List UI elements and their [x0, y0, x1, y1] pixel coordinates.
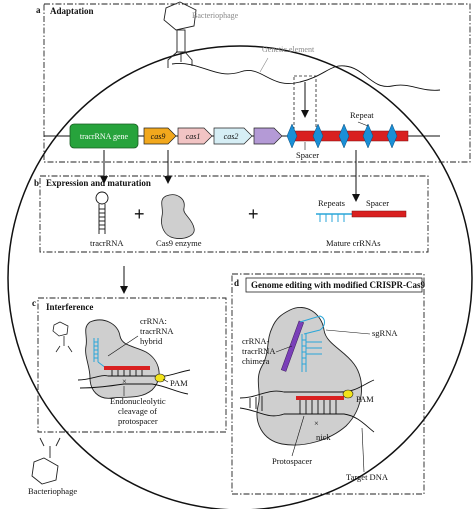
cas9-complex-c-shape [85, 319, 160, 399]
chimera-pointer [275, 345, 293, 353]
pam-c-label: PAM [170, 378, 188, 388]
hybrid-label-2: tracrRNA [140, 326, 174, 336]
tracrrna-gene-box [69, 123, 139, 149]
bacteriophage-top-label: Bacteriophage [192, 11, 239, 20]
protospacer-pointer [291, 415, 305, 457]
target-dna-label: Target DNA [346, 472, 389, 482]
pam-c-shape [154, 373, 166, 383]
cas9-gene-label: cas9 [151, 132, 166, 141]
chimera-label-2: tracrRNA [242, 346, 276, 356]
plus-sign-1: + [134, 204, 145, 224]
sgrna-stem-d [299, 315, 325, 372]
panel-c-frame [37, 297, 227, 433]
tracrrna-label: tracrRNA [90, 238, 124, 248]
target-dna-pointer [361, 427, 365, 473]
hybrid-label-1: crRNA: [140, 316, 167, 326]
chimera-label-1: crRNA- [242, 336, 270, 346]
sgrna-pointer [325, 329, 371, 335]
target-dna-c [77, 369, 191, 395]
genetic-element-label: Genetic element [262, 45, 315, 54]
pam-c-pointer [162, 378, 169, 383]
panel-b-title: Expression and maturation [46, 178, 151, 188]
endo-label-3: protospacer [118, 416, 158, 426]
cas1-gene-label: cas1 [186, 132, 201, 141]
spacer-locus-label: Spacer [296, 150, 319, 160]
panel-a-frame [43, 3, 471, 163]
cas9-complex-d-shape [256, 307, 362, 446]
panel-b-frame [39, 175, 429, 253]
plus-sign-2: + [248, 204, 259, 224]
repeat-label: Repeat [350, 110, 374, 120]
sgrna-label: sgRNA [372, 328, 398, 338]
endo-label-2: cleavage of [118, 406, 157, 416]
cas2-gene-label: cas2 [224, 132, 239, 141]
tracrrna-gene-label: tracrRNA gene [80, 132, 129, 141]
spacer-mature-label: Spacer [366, 198, 389, 208]
hybrid-pointer [107, 335, 139, 357]
pam-d-shape [342, 389, 354, 399]
panel-d-frame [231, 273, 425, 495]
panel-d-title-box [245, 277, 423, 293]
genetic-element-line [171, 63, 441, 91]
mature-crrnas-label: Mature crRNAs [326, 238, 381, 248]
bacteriophage-bottom-label: Bacteriophage [28, 486, 77, 496]
target-dna-d [239, 379, 375, 433]
chimera-label-3: chimera [242, 356, 270, 366]
endo-label-1: Endonucleolytic [110, 396, 166, 406]
repeats-label: Repeats [318, 198, 345, 208]
panel-c-title: Interference [46, 302, 93, 312]
bacterial-cell [7, 45, 473, 509]
mature-crrna-icon [316, 210, 407, 222]
panel-d-letter: d [234, 278, 239, 288]
panel-a-letter: a [36, 5, 41, 15]
csn2-gene-arrow [253, 127, 283, 145]
x-mark-d: × [314, 418, 319, 428]
genetic-element-pointer [259, 57, 269, 73]
cas2-gene-arrow [213, 127, 253, 145]
x-mark-c: × [122, 376, 127, 386]
hybrid-label-3: hybrid [140, 336, 163, 346]
repeat-pointer [357, 121, 369, 127]
cas9-enzyme-label: Cas9 enzyme [156, 238, 202, 248]
cas9-gene-arrow [143, 127, 177, 145]
panel-a-title: Adaptation [50, 6, 94, 16]
panel-b-letter: b [34, 178, 39, 188]
tracrrna-hairpin-icon [95, 191, 109, 234]
pam-d-label: PAM [356, 394, 374, 404]
cas9-enzyme-shape [161, 194, 195, 239]
crrna-spacer-c [104, 366, 150, 370]
protospacer-label: Protospacer [272, 456, 312, 466]
sgrna-spacer-d [296, 396, 344, 400]
panel-d-title: Genome editing with modified CRISPR-Cas9 [251, 280, 426, 290]
bacteriophage-bottom-icon [31, 437, 61, 485]
bacteriophage-small-icon [52, 321, 73, 353]
nick-label: nick [316, 432, 331, 442]
panel-c-letter: c [32, 298, 36, 308]
cas1-gene-arrow [177, 127, 213, 145]
crispr-array [286, 123, 409, 149]
bacteriophage-top-icon [163, 1, 197, 68]
